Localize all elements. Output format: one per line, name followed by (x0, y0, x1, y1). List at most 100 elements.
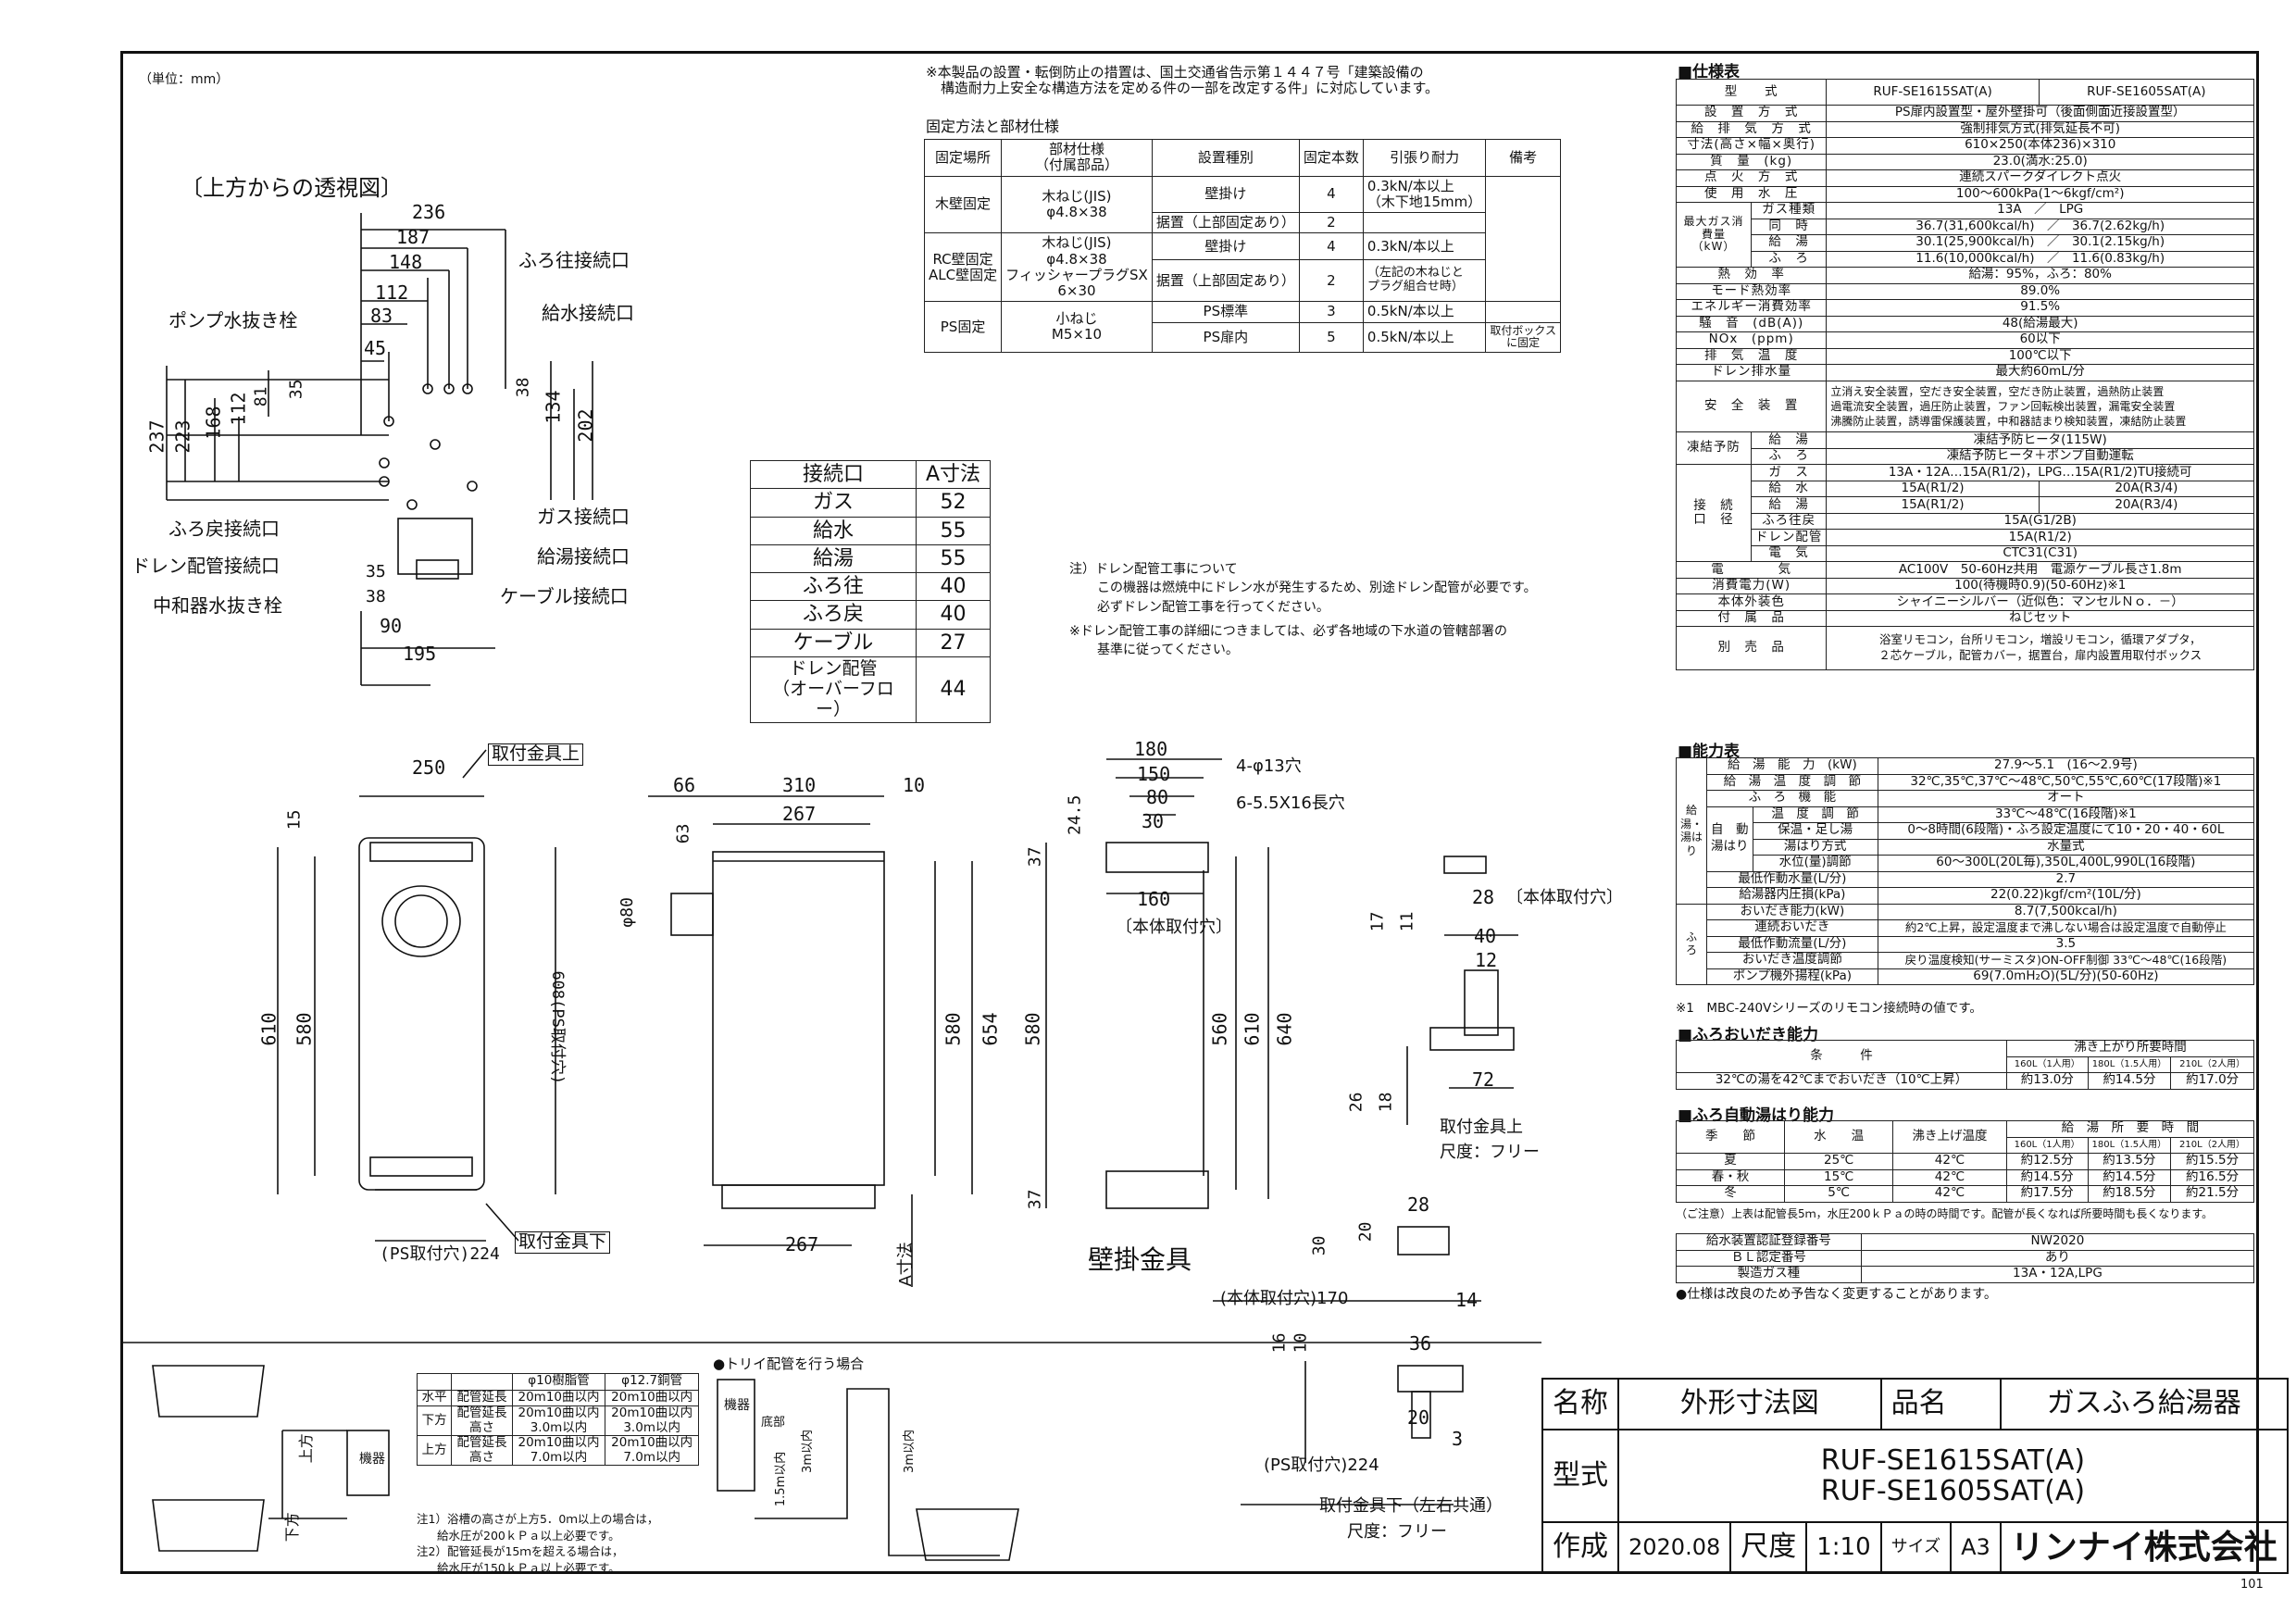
drain-note-line: 必ずドレン配管工事を行ってください。 (1097, 599, 1329, 615)
spec-val: 13A ／ LPG (1826, 202, 2254, 219)
cap-val: 69(7.0mH₂O)(5L/分)(50-60Hz) (1877, 968, 2255, 985)
spec-val: CTC31(C31) (1826, 544, 2254, 563)
conn-cell: ケーブル (750, 628, 917, 658)
spec-val: 610×250(本体236)×310 (1826, 137, 2254, 155)
top-note-line-2: 構造耐力上安全な構造方法を定める件の一部を改定する件」に対応しています。 (941, 80, 1440, 97)
cap-key: 給 湯 温 度 調 節 (1706, 773, 1878, 791)
spec-val: 30.1(25,900kcal/h) ／ 30.1(2.15kg/h) (1826, 234, 2254, 252)
upper-bracket-label: 取付金具上 (1440, 1118, 1523, 1137)
fix-cell: 0.3kN/本以上 （木下地15mm） (1362, 175, 1487, 213)
dim-150: 150 (1137, 763, 1171, 785)
spec-key: 消費電力(W) (1675, 577, 1828, 595)
spec-safety-line: 立消え安全装置，空だき安全装置，空だき防止装置，過熱防止装置 (1830, 384, 2165, 398)
spec-val: 15A(R1/2) (1826, 480, 2040, 498)
fill-cell: 42℃ (1892, 1185, 2007, 1203)
dim-267: 267 (782, 803, 817, 825)
fix-cell: PS標準 (1151, 301, 1300, 323)
fill-header: 水 温 (1784, 1120, 1894, 1154)
spec-key: 騒 音 (dB(A)) (1675, 315, 1828, 332)
spec-safety-line: 過電流安全装置，過圧防止装置，ファン回転検出装置，漏電安全装置 (1830, 399, 2176, 413)
dim-10b: 10 (1291, 1332, 1311, 1354)
dim-223: 223 (171, 419, 194, 454)
oidaki-sub: 210L（2人用） (2170, 1056, 2254, 1073)
label-pump-drain: ポンプ水抜き栓 (168, 309, 298, 331)
title-product: ガスふろ給湯器 (1999, 1378, 2289, 1430)
pipe-note: 給水圧が200ｋＰａ以上必要です。 (437, 1528, 620, 1543)
pipe-header: φ10樹脂管 (511, 1373, 606, 1391)
conn-cell: 給湯 (750, 543, 917, 574)
dim-81: 81 (251, 386, 271, 407)
fix-header-type: 設置種別 (1151, 139, 1300, 177)
conn-header-a: A寸法 (915, 459, 992, 490)
bracket-slots: 6-5.5X16長穴 (1236, 793, 1345, 813)
spec-val: 凍結予防ヒータ＋ポンプ自動運転 (1826, 447, 2254, 466)
pipe-notes: 注1）浴槽の高さが上方5．0ｍ以上の場合は， 給水圧が200ｋＰａ以上必要です。… (417, 1511, 658, 1576)
spec-val: 36.7(31,600kcal/h) ／ 36.7(2.62kg/h) (1826, 218, 2254, 235)
fix-cell: 4 (1298, 232, 1364, 261)
dim-37b: 37 (1025, 1189, 1045, 1210)
dim-35: 35 (286, 379, 306, 400)
dim-180: 180 (1134, 738, 1168, 760)
fix-header-count: 固定本数 (1298, 139, 1364, 177)
fix-cell: 取付ボックス に固定 (1485, 321, 1561, 354)
dim-20b: 20 (1407, 1406, 1430, 1429)
spec-val: 11.6(10,000kcal/h) ／ 11.6(0.83kg/h) (1826, 250, 2254, 268)
dim-38: 38 (513, 377, 533, 398)
title-model-2: RUF-SE1605SAT(A) (1820, 1475, 2086, 1507)
fill-sub: 160L（1人用） (2005, 1136, 2089, 1154)
pipe-cell: 配管延長 (451, 1389, 513, 1406)
spec-val: 20A(R3/4) (2038, 496, 2255, 514)
dim-560: 560 (1208, 1012, 1231, 1046)
oidaki-sub: 160L（1人用） (2005, 1056, 2089, 1073)
title-model-label: 型式 (1541, 1429, 1619, 1523)
dim-30b: 30 (1309, 1235, 1329, 1256)
dim-236: 236 (412, 201, 446, 223)
upper-bracket-hole: 〔本体取付穴〕 (1506, 888, 1623, 907)
fill-cell: 約14.5分 (2005, 1168, 2089, 1186)
title-model-1: RUF-SE1615SAT(A) (1820, 1444, 2086, 1477)
pipe-cell: 上方 (416, 1435, 453, 1467)
side-view-drawing (648, 795, 973, 1287)
dim-a: A寸法 (895, 1242, 916, 1287)
fix-table: 固定場所 部材仕様 （付属部品） 設置種別 固定本数 引張り耐力 備考 木壁固定… (923, 139, 1561, 354)
label-drain-pipe: ドレン配管接続口 (131, 555, 280, 577)
dim-90: 90 (380, 615, 403, 637)
fill-cell: 冬 (1675, 1185, 1786, 1203)
cap-val: 水量式 (1877, 838, 2255, 856)
upper-bracket-drawing (1406, 856, 1518, 1125)
dim-63: 63 (673, 823, 693, 844)
fix-cell: 4 (1298, 175, 1364, 213)
spec-model-1: RUF-SE1615SAT(A) (1826, 79, 2040, 106)
spec-val: 給湯：95%，ふろ：80% (1826, 267, 2254, 284)
dim-202: 202 (574, 408, 597, 443)
spec-key: 電 気 (1750, 544, 1828, 563)
title-size-label: サイズ (1879, 1521, 1953, 1574)
pipe-header: φ12.7銅管 (605, 1373, 699, 1391)
fix-table-title: 固定方法と部材仕様 (926, 118, 1060, 135)
fix-cell: 小ねじ M5×10 (1001, 301, 1153, 354)
capacity-group-bath: ふ ろ (1675, 903, 1708, 985)
toi-15m: 1.5m以内 (774, 1451, 789, 1507)
spec-safety-line: 沸騰防止装置，誘導雷保護装置，中和器詰まり検知装置，凍結防止装置 (1830, 414, 2187, 428)
drain-note-line: この機器は燃焼中にドレン水が発生するため、別途ドレン配管が必要です。 (1097, 581, 1537, 596)
pipe-cell: 20m10曲以内 7.0m以内 (605, 1435, 699, 1467)
spec-key: 熱 効 率 (1675, 267, 1828, 284)
dim-83: 83 (370, 305, 393, 327)
pipe-cell: 配管延長 高さ (451, 1405, 513, 1437)
cap-val: 22(0.22)kgf/cm²(10L/分) (1877, 887, 2255, 905)
dim-phi80: φ80 (617, 897, 637, 928)
top-view-drawing (166, 213, 593, 686)
cap-key: 最低作動水量(L/分) (1706, 870, 1878, 888)
bracket-drawing (1045, 758, 1269, 1209)
conn-cell: 55 (915, 543, 992, 574)
top-note-line-1: ※本製品の設置・転倒防止の措置は、国土交通省告示第１４４７号「建築設備の (926, 64, 1424, 81)
title-scale: 1:10 (1805, 1521, 1882, 1574)
spec-key: 設 置 方 式 (1675, 105, 1828, 122)
title-company: リンナイ株式会社 (1999, 1521, 2289, 1574)
oidaki-cell: 約17.0分 (2170, 1072, 2254, 1090)
fill-cell: 25℃ (1784, 1153, 1894, 1170)
conn-cell: 40 (915, 572, 992, 602)
dim-45: 45 (364, 337, 387, 359)
fix-cell: 壁掛け (1151, 175, 1300, 213)
pipe-cell: 20m10曲以内 7.0m以内 (511, 1435, 606, 1467)
